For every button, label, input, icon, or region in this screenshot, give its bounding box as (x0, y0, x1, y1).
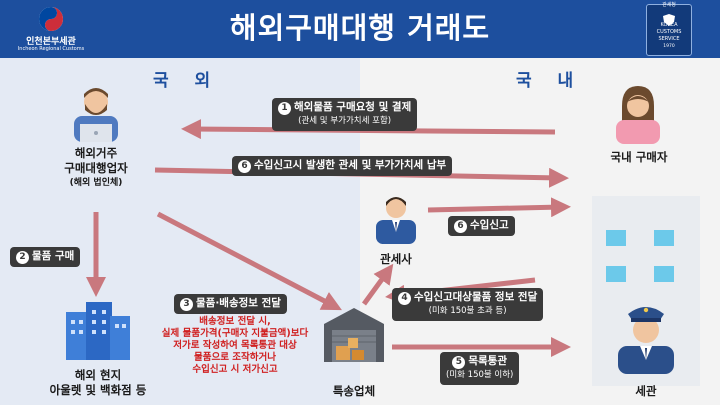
org-name: 인천본부세관 (26, 37, 76, 47)
flow-2-text: 물품 구매 (32, 250, 75, 262)
warning-line-1: 배송정보 전달 시, (199, 316, 271, 327)
flow-4-sub: (미화 150불 초과 등) (428, 306, 507, 316)
agent-person-icon (74, 88, 118, 142)
broker-person-icon (376, 197, 416, 244)
warning-line-2: 실제 물품가격(구매자 지불금액)보다 (161, 328, 309, 339)
org-name-en: Incheon Regional Customs (17, 46, 85, 52)
warning-line-5: 수입신고 시 저가신고 (192, 364, 278, 375)
flow-1-number: 1 (278, 102, 291, 115)
agent-name: 해외거주 (74, 146, 118, 160)
customs-badge (646, 4, 692, 56)
header-bar (0, 0, 720, 58)
shield-emblem-icon (663, 14, 675, 26)
flow-6a-number: 6 (238, 160, 251, 173)
flow-4-text: 수입신고대상물품 정보 전달 (414, 291, 538, 303)
flow-1-text: 해외물품 구매요청 및 결제 (294, 101, 412, 113)
badge-line1: KOREA (660, 22, 678, 28)
region-label-overseas: 국 외 (153, 71, 221, 91)
region-label-domestic: 국 내 (516, 71, 584, 91)
arrow-courier-broker (361, 263, 394, 306)
flow-2-number: 2 (16, 251, 29, 264)
warning-line-4: 물품으로 조작하거나 (194, 352, 276, 363)
warning-line-3: 저가로 작성하여 목록통관 대상 (173, 340, 297, 351)
customs-officer-icon (618, 307, 674, 374)
agent-sub: (해외 법인체) (69, 178, 123, 188)
flow-1-sub: (관세 및 부가가치세 포함) (298, 116, 392, 126)
courier-warehouse-icon (324, 308, 384, 362)
flow-3-number: 3 (180, 298, 193, 311)
store-building-icon (66, 302, 130, 360)
flow-5-text: 목록통관 (468, 355, 507, 367)
flow-6b-text: 수입신고 (470, 219, 509, 231)
agent-name-2: 구매대행업자 (64, 161, 128, 175)
badge-top: 관세청 (662, 2, 676, 8)
page-title: 해외구매대행 거래도 (229, 11, 491, 45)
taegeuk-logo-icon (38, 6, 64, 32)
arrow-flow-6b (427, 197, 571, 218)
broker-name: 관세사 (380, 252, 412, 266)
flow-6a-text: 수입신고시 발생한 관세 및 부가가치세 납부 (254, 159, 447, 171)
badge-year: 1970 (663, 44, 675, 49)
badge-line2: CUSTOMS (656, 29, 682, 35)
flow-5-sub: (미화 150불 이하) (446, 370, 514, 380)
warning-note: 배송정보 전달 시, 실제 물품가격(구매자 지불금액)보다 저가로 작성하여 … (150, 316, 320, 376)
badge-line3: SERVICE (658, 36, 680, 42)
store-name-2: 아울렛 및 백화점 등 (49, 383, 147, 397)
courier-name: 특송업체 (332, 384, 376, 398)
flow-4-number: 4 (398, 292, 411, 305)
flow-6b-number: 6 (454, 220, 467, 233)
flow-5-number: 5 (452, 356, 466, 369)
customs-name: 세관 (635, 384, 657, 398)
buyer-person-icon (616, 86, 660, 144)
arrow-flow-3 (156, 211, 342, 311)
buyer-name: 국내 구매자 (610, 150, 668, 164)
store-name: 해외 현지 (74, 368, 122, 382)
flow-3-text: 물품·배송정보 전달 (196, 297, 281, 309)
